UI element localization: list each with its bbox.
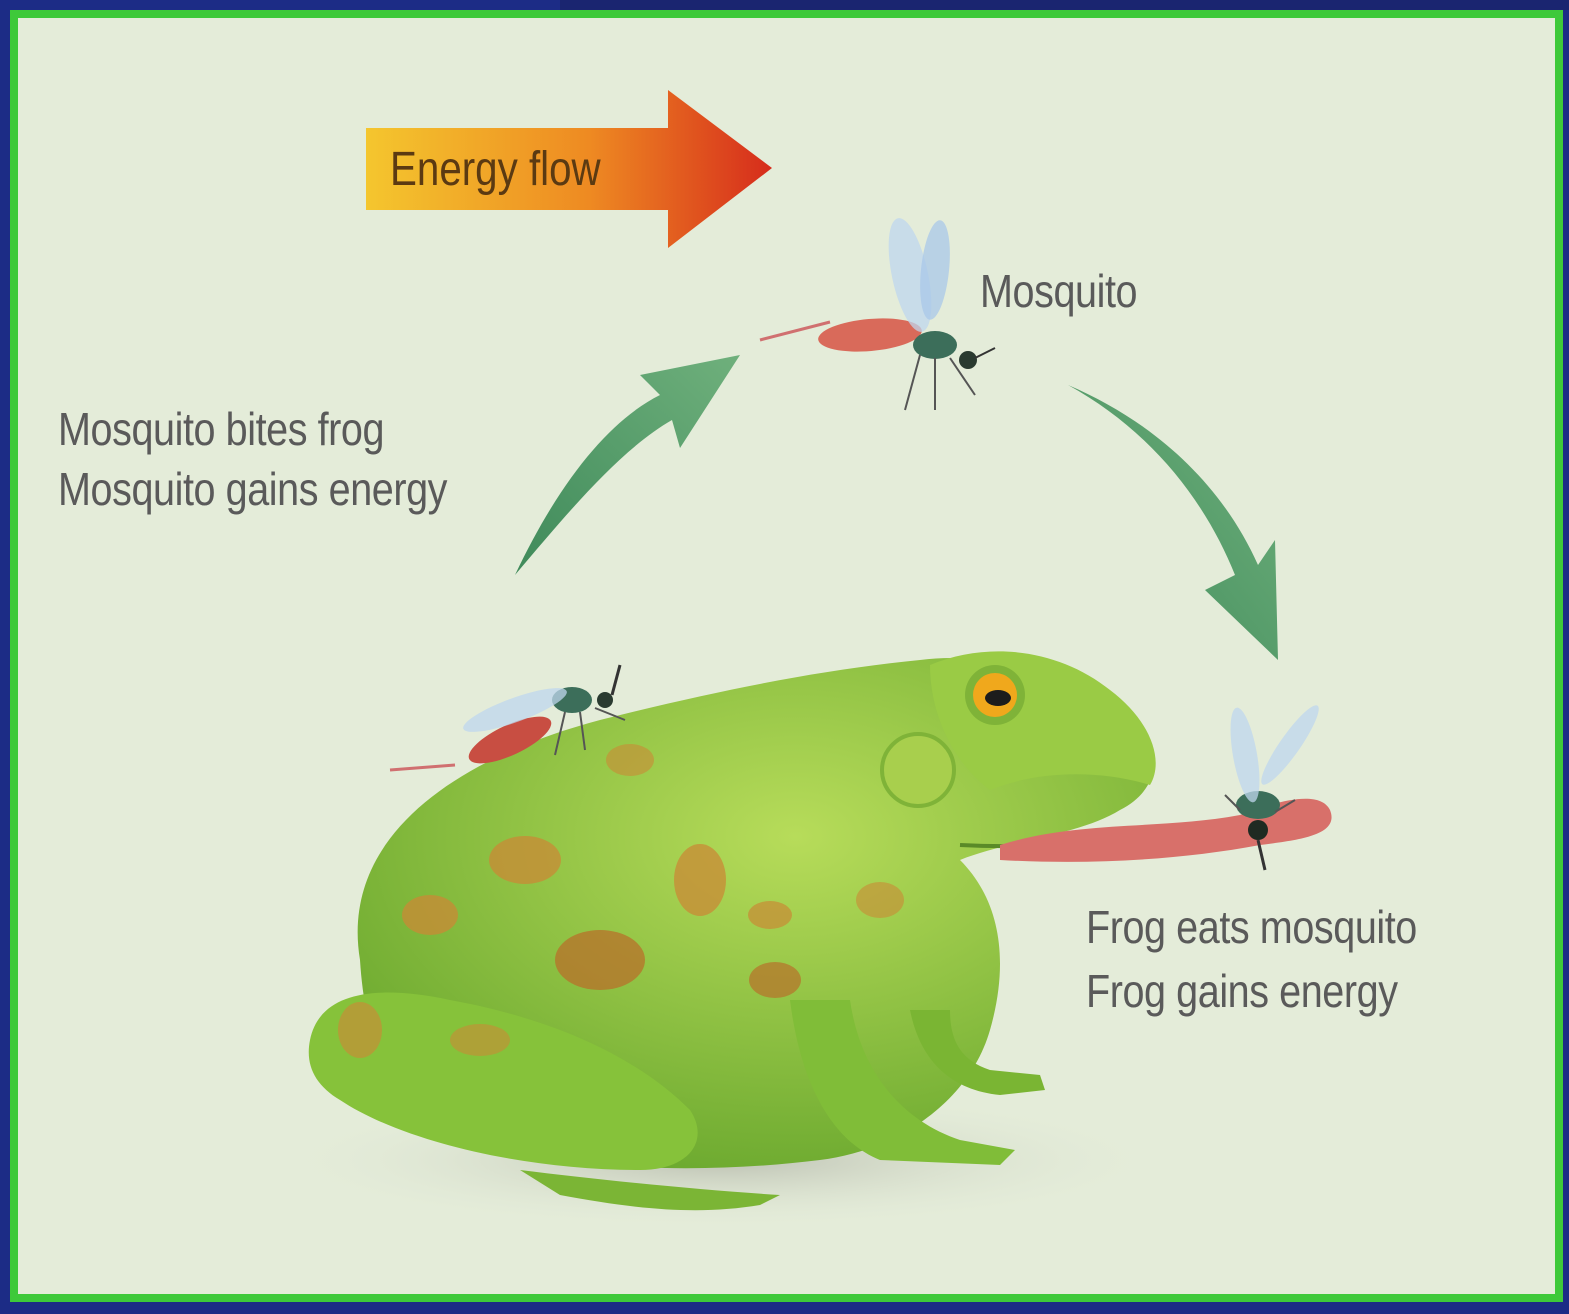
eat-label-line2: Frog gains energy (1086, 962, 1398, 1020)
mosquito-label: Mosquito (980, 262, 1137, 320)
bite-label-line1: Mosquito bites frog (58, 400, 384, 458)
bite-cycle-arrow (515, 355, 740, 575)
energy-flow-label: Energy flow (390, 142, 601, 197)
flying-mosquito (760, 215, 995, 410)
bite-label-line2: Mosquito gains energy (58, 460, 447, 518)
eat-label-line1: Frog eats mosquito (1086, 898, 1417, 956)
eat-cycle-arrow (1068, 385, 1278, 660)
